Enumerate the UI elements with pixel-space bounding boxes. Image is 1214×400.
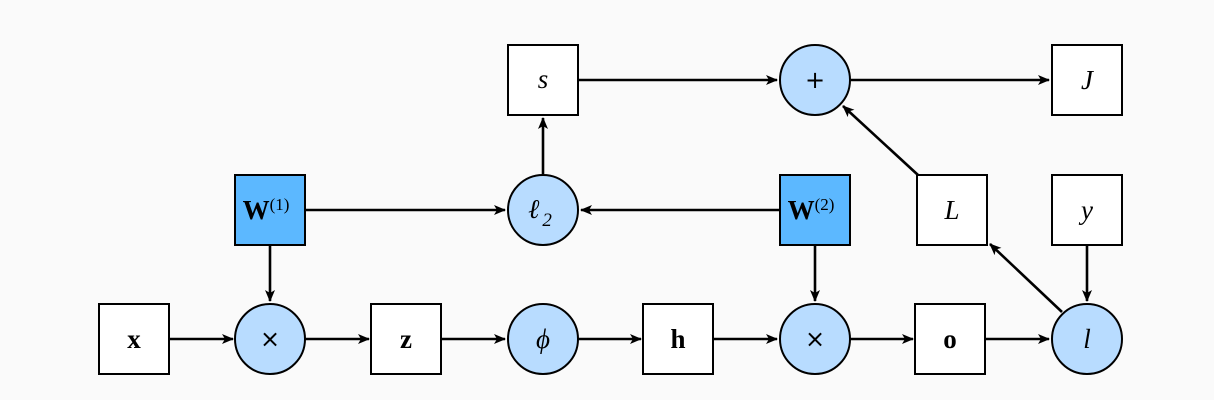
svg-text:W(1): W(1) — [243, 195, 290, 225]
node-W2-base: W — [788, 195, 815, 225]
node-W1: W(1) — [234, 174, 306, 246]
node-W1-base: W — [243, 195, 270, 225]
node-plus: + — [779, 44, 851, 116]
node-y-label: y — [1078, 195, 1093, 225]
node-x-label: x — [127, 324, 141, 354]
node-W2: W(2) — [779, 174, 851, 246]
node-J: J — [1051, 44, 1123, 116]
svg-text:ℓ2: ℓ2 — [528, 194, 552, 231]
node-z-label: z — [400, 324, 412, 354]
node-y: y — [1051, 174, 1123, 246]
node-L: L — [916, 174, 988, 246]
edge-L-to-plus — [842, 105, 919, 176]
node-plus-label: + — [805, 66, 825, 94]
node-J-label: J — [1081, 65, 1095, 95]
node-phi: ϕ — [507, 303, 579, 375]
node-mul1-label: × — [260, 325, 280, 353]
node-l2-sub: 2 — [542, 210, 552, 231]
edges — [169, 75, 1092, 344]
node-s-label: s — [538, 64, 549, 94]
node-s: s — [507, 44, 579, 116]
node-l-label: l — [1083, 324, 1091, 354]
node-mul1: × — [234, 303, 306, 375]
edge-l-to-L — [989, 243, 1063, 313]
node-x: x — [98, 303, 170, 375]
node-h-label: h — [670, 324, 685, 354]
node-o-label: o — [943, 324, 957, 354]
node-l2-base: ℓ — [528, 194, 540, 224]
node-L-label: L — [943, 195, 959, 225]
node-phi-label: ϕ — [536, 324, 550, 354]
node-h: h — [642, 303, 714, 375]
node-o: o — [914, 303, 986, 375]
svg-text:W(2): W(2) — [788, 195, 835, 225]
node-W2-sup: (2) — [815, 195, 835, 214]
node-l: l — [1051, 303, 1123, 375]
node-mul2: × — [779, 303, 851, 375]
node-mul2-label: × — [805, 325, 825, 353]
node-W1-sup: (1) — [270, 195, 290, 214]
node-z: z — [370, 303, 442, 375]
